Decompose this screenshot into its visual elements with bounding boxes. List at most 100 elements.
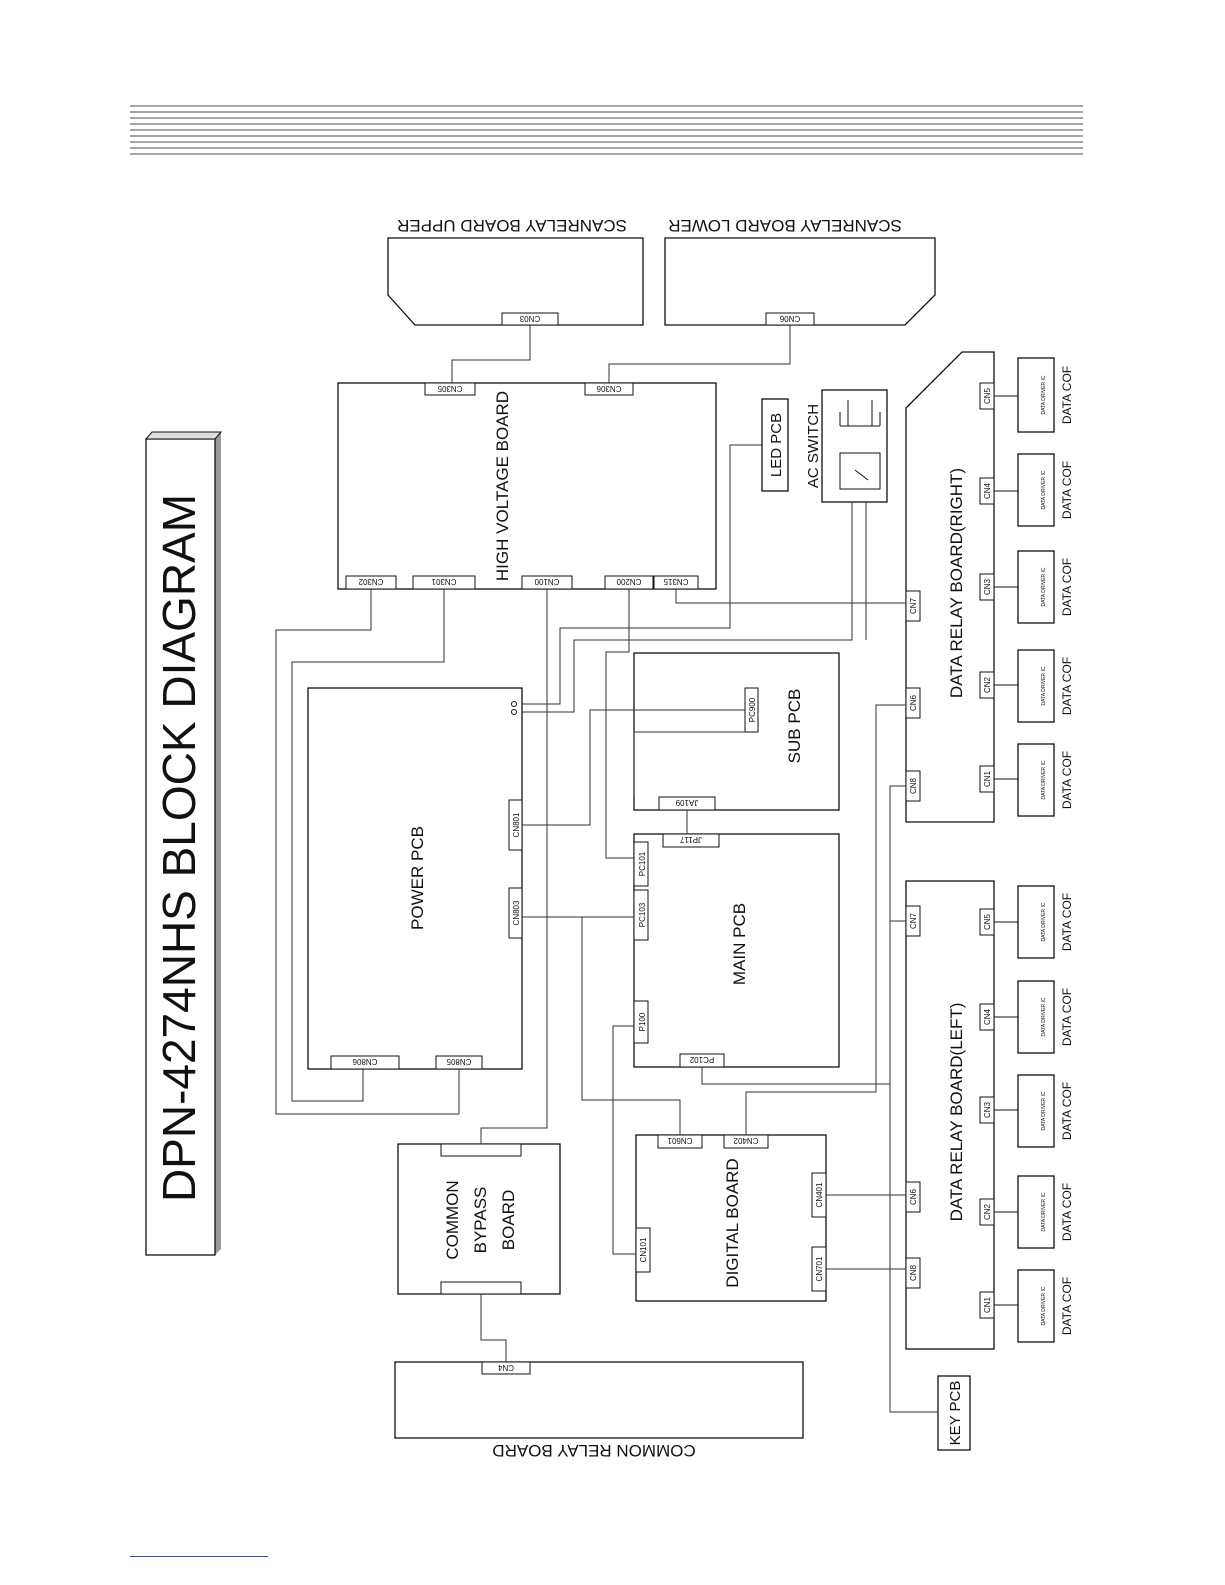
common-relay-label: COMMON RELAY BOARD [492,1441,695,1460]
cof-left-1: DATA DRIVER IC DATA COF [994,885,1074,959]
cof-right-2: DATA DRIVER IC DATA COF [994,453,1074,527]
cn100-label: CN100 [534,577,559,586]
cof-right-3: DATA DRIVER IC DATA COF [994,550,1074,624]
high-voltage-board: HIGH VOLTAGE BOARD CN305 CN306 CN302 CN3… [337,382,717,590]
cof-left-5: DATA DRIVER IC DATA COF [994,1269,1074,1343]
cof-left-2: DATA DRIVER IC DATA COF [994,980,1074,1054]
cof-right-2-ic: DATA DRIVER IC [1041,470,1047,509]
cof-left-4-ic: DATA DRIVER IC [1041,1192,1047,1231]
cof-left-3: DATA DRIVER IC DATA COF [994,1074,1074,1148]
cn200-label: CN200 [616,577,641,586]
pc103-label: PC103 [638,902,647,927]
cof-left-4-label: DATA COF [1060,1183,1074,1241]
cn401-label: CN401 [815,1182,824,1207]
cof-left-2-label: DATA COF [1060,988,1074,1046]
ja109-label: JA109 [675,798,698,807]
led-pcb-label: LED PCB [768,413,785,477]
cn305-label: CN305 [437,384,462,393]
r-cn7-label: CN7 [909,597,918,614]
cof-right-3-ic: DATA DRIVER IC [1041,567,1047,606]
common-bypass-label-2: BYPASS [471,1187,490,1254]
r-cn8-label: CN8 [909,777,918,794]
cn601-label: CN601 [667,1136,692,1145]
cn4-label: CN4 [497,1363,514,1372]
l-cn4-label: CN4 [983,1008,992,1025]
data-relay-right-label: DATA RELAY BOARD(RIGHT) [947,468,966,698]
power-pcb: POWER PCB CN801 CN803 CN806 CN805 [307,687,523,1070]
l-cn5-label: CN5 [983,913,992,930]
cn301-label: CN301 [431,577,456,586]
data-relay-board-right: DATA RELAY BOARD(RIGHT) CN7 CN6 CN8 CN5 … [905,351,995,823]
r-cn3-label: CN3 [983,578,992,595]
cof-right-4-label: DATA COF [1060,657,1074,715]
cof-left-4: DATA DRIVER IC DATA COF [994,1175,1074,1249]
cof-left-5-ic: DATA DRIVER IC [1041,1286,1047,1325]
cof-right-5: DATA DRIVER IC DATA COF [994,743,1074,817]
cn06-label: CN06 [779,314,800,323]
sub-pcb-label: SUB PCB [785,689,804,764]
cof-left-1-label: DATA COF [1060,893,1074,951]
cof-right-2-label: DATA COF [1060,461,1074,519]
cof-right-group: DATA DRIVER IC DATA COF DATA DRIVER IC D… [994,357,1074,817]
pc101-label: PC101 [638,851,647,876]
pc102-label: PC102 [689,1055,714,1064]
data-relay-board-left: DATA RELAY BOARD(LEFT) CN7 CN6 CN8 CN5 C… [905,880,995,1350]
title-box: DPN-4274NHS BLOCK DIAGRAM [144,431,223,1256]
cof-left-group: DATA DRIVER IC DATA COF DATA DRIVER IC D… [994,885,1074,1343]
cn806-label: CN806 [352,1057,377,1066]
l-cn3-label: CN3 [983,1101,992,1118]
ac-switch: AC SWITCH [805,389,888,503]
high-voltage-label: HIGH VOLTAGE BOARD [493,391,512,581]
header-stripes [130,105,1083,155]
cof-left-3-label: DATA COF [1060,1082,1074,1140]
cof-left-2-ic: DATA DRIVER IC [1041,997,1047,1036]
footer-line [130,1556,268,1557]
cn302-label: CN302 [358,577,383,586]
cof-right-4-ic: DATA DRIVER IC [1041,666,1047,705]
main-pcb: MAIN PCB JP117 PC101 PC103 P100 PC102 [633,833,840,1068]
common-bypass-board: COMMON BYPASS BOARD [397,1143,561,1295]
pc900-label: PC900 [748,697,757,722]
cn805-label: CN805 [446,1057,471,1066]
ac-switch-label: AC SWITCH [805,404,822,488]
cn306-label: CN306 [596,384,621,393]
digital-board-label: DIGITAL BOARD [723,1158,742,1287]
digital-board: DIGITAL BOARD CN601 CN402 CN401 CN701 CN… [635,1134,827,1302]
cof-right-5-label: DATA COF [1060,751,1074,809]
cof-right-5-ic: DATA DRIVER IC [1041,760,1047,799]
p100-label: P100 [638,1012,647,1031]
cn101-label: CN101 [639,1237,648,1262]
l-cn1-label: CN1 [983,1296,992,1313]
r-cn5-label: CN5 [983,387,992,404]
cn803-label: CN803 [512,900,521,925]
cof-right-4: DATA DRIVER IC DATA COF [994,649,1074,723]
cn701-label: CN701 [815,1256,824,1281]
l-cn8-label: CN8 [909,1264,918,1281]
cn03-label: CN03 [519,314,540,323]
cof-left-3-ic: DATA DRIVER IC [1041,1091,1047,1130]
r-cn2-label: CN2 [983,676,992,693]
cof-right-1-ic: DATA DRIVER IC [1041,375,1047,414]
wiring [275,325,938,1413]
scan-relay-upper: SCANRELAY BOARD UPPER CN03 [387,216,644,326]
power-pcb-label: POWER PCB [408,826,427,930]
diagram-title: DPN-4274NHS BLOCK DIAGRAM [153,494,205,1202]
l-cn2-label: CN2 [983,1203,992,1220]
cof-right-1: DATA DRIVER IC DATA COF [994,357,1074,433]
r-cn1-label: CN1 [983,770,992,787]
r-cn6-label: CN6 [909,694,918,711]
cof-left-1-ic: DATA DRIVER IC [1041,902,1047,941]
cn402-label: CN402 [733,1136,758,1145]
scan-lower-label: SCANRELAY BOARD LOWER [668,216,902,235]
led-pcb: LED PCB [761,398,789,492]
common-bypass-label-1: COMMON [443,1180,462,1259]
key-pcb: KEY PCB [937,1375,971,1451]
common-bypass-label-3: BOARD [499,1190,518,1250]
l-cn7-label: CN7 [909,912,918,929]
cof-right-3-label: DATA COF [1060,558,1074,616]
scan-relay-lower: SCANRELAY BOARD LOWER CN06 [664,216,936,326]
l-cn6-label: CN6 [909,1188,918,1205]
cof-right-1-label: DATA COF [1060,366,1074,424]
key-pcb-label: KEY PCB [947,1381,964,1446]
